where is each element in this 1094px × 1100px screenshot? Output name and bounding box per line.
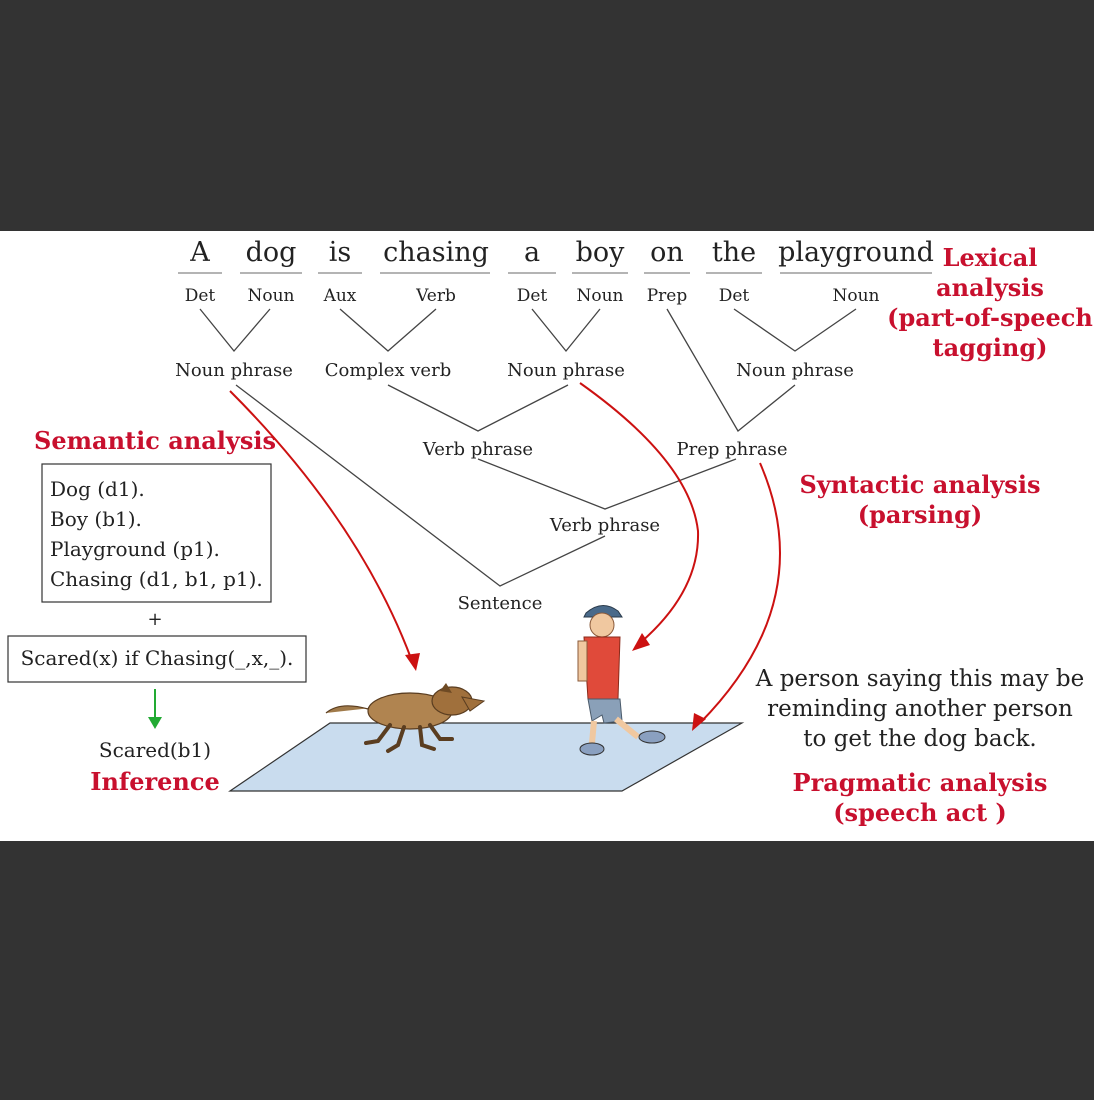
semantic-fact-1: Dog (d1). (50, 477, 145, 501)
syntactic-label-line-1: Syntactic analysis (800, 470, 1041, 499)
syntactic-label-line-2: (parsing) (858, 500, 983, 529)
word-2: dog (246, 237, 297, 268)
lexical-label-line-3: (part-of-speech (887, 303, 1093, 332)
lexical-label-line-2: analysis (936, 273, 1044, 302)
phrase-verb-phrase-1: Verb phrase (422, 439, 533, 460)
phrase-noun-phrase-3: Noun phrase (736, 360, 854, 381)
tag-1: Det (185, 286, 216, 306)
conclusion-text: Scared(b1) (99, 738, 211, 762)
speech-act-line-3: to get the dog back. (803, 726, 1036, 752)
word-6: boy (576, 237, 626, 268)
lexical-label-line-4: tagging) (933, 333, 1048, 362)
phrase-noun-phrase-2: Noun phrase (507, 360, 625, 381)
word-5: a (524, 237, 540, 268)
speech-act-line-1: A person saying this may be (755, 666, 1084, 692)
phrase-verb-phrase-2: Verb phrase (549, 515, 660, 536)
tag-7: Prep (647, 286, 688, 306)
pragmatic-label-line-1: Pragmatic analysis (793, 768, 1048, 797)
speech-act-line-2: reminding another person (767, 696, 1073, 722)
semantic-fact-3: Playground (p1). (50, 537, 220, 561)
tag-9: Noun (832, 286, 879, 306)
phrase-sentence: Sentence (458, 593, 543, 614)
word-4: chasing (383, 237, 489, 268)
arrow-head-to-boy (632, 633, 650, 651)
plus-sign: + (147, 609, 162, 630)
phrase-noun-phrase-1: Noun phrase (175, 360, 293, 381)
playground-plane (228, 722, 745, 792)
figure-panel: A dog is chasing a boy on the playground… (0, 231, 1094, 841)
tag-6: Noun (576, 286, 623, 306)
semantic-fact-2: Boy (b1). (50, 507, 142, 531)
word-8: the (712, 237, 756, 268)
tag-8: Det (719, 286, 750, 306)
arrow-head-to-playground (692, 713, 706, 731)
boy-illustration (577, 605, 666, 756)
tag-2: Noun (247, 286, 294, 306)
rule-text: Scared(x) if Chasing(_,x,_). (21, 646, 294, 670)
phrase-complex-verb: Complex verb (325, 360, 451, 381)
word-7: on (650, 237, 684, 268)
rule-box (7, 635, 307, 683)
word-9: playground (778, 237, 934, 268)
nlp-analysis-diagram: A dog is chasing a boy on the playground… (7, 237, 1093, 827)
mapping-arrows (229, 382, 781, 724)
dog-illustration (325, 683, 486, 753)
tag-3: Aux (323, 286, 357, 306)
arrow-head-to-dog (405, 653, 420, 671)
word-3: is (329, 237, 352, 268)
parse-tree-lines (199, 308, 857, 587)
word-1: A (189, 237, 210, 268)
semantic-fact-4: Chasing (d1, b1, p1). (50, 567, 263, 591)
semantic-facts-box (41, 463, 272, 603)
lexical-label-line-1: Lexical (943, 243, 1038, 272)
inference-label: Inference (90, 767, 220, 796)
semantic-label: Semantic analysis (34, 426, 276, 455)
tag-4: Verb (415, 286, 456, 306)
phrase-prep-phrase: Prep phrase (677, 439, 788, 460)
tag-5: Det (517, 286, 548, 306)
inference-arrow (148, 689, 162, 729)
pragmatic-label-line-2: (speech act ) (833, 798, 1007, 827)
